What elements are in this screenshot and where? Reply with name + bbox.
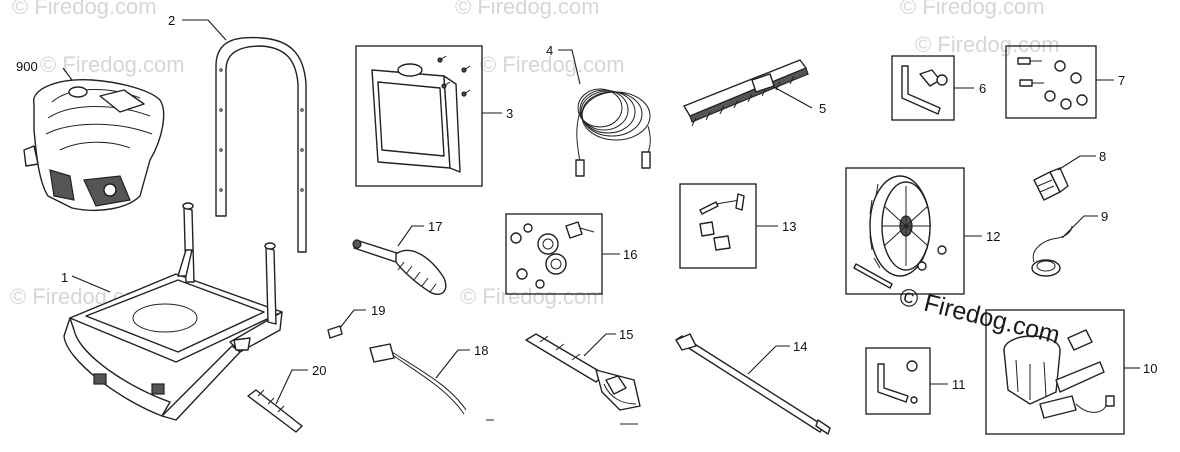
part-frame-base: 1 xyxy=(61,202,283,421)
part-spray-gun: 15 xyxy=(525,327,641,411)
callout-16: 16 xyxy=(623,247,637,262)
watermark: © Firedog.com xyxy=(480,52,625,77)
watermark: © Firedog.com xyxy=(460,284,605,309)
callout-13: 13 xyxy=(782,219,796,234)
callout-20: 20 xyxy=(312,363,326,378)
part-extension-lance: 18 xyxy=(369,343,488,415)
callout-4: 4 xyxy=(546,43,553,58)
part-hose: 4 xyxy=(546,43,651,177)
part-cap: 9 xyxy=(1031,209,1108,277)
callout-17: 17 xyxy=(428,219,442,234)
part-wand: 14 xyxy=(675,333,831,435)
watermark: © Firedog.com xyxy=(915,32,1060,57)
part-engine: 900 xyxy=(16,59,165,211)
part-quick-connect: 20 xyxy=(247,363,326,433)
callout-7: 7 xyxy=(1118,73,1125,88)
callout-19: 19 xyxy=(371,303,385,318)
part-nozzle-tip: 19 xyxy=(327,303,385,339)
callout-12: 12 xyxy=(986,229,1000,244)
callout-9: 9 xyxy=(1101,209,1108,224)
part-panel-kit: 3 xyxy=(355,45,513,187)
part-axle-kit: 6 xyxy=(891,55,986,121)
watermark: © Firedog.com xyxy=(12,0,157,19)
callout-1: 1 xyxy=(61,270,68,285)
part-connector: 8 xyxy=(1033,149,1106,201)
part-pump: 10 xyxy=(985,309,1157,435)
watermark: © Firedog.com xyxy=(455,0,600,19)
part-seal-kit: 16 xyxy=(505,213,637,295)
callout-900: 900 xyxy=(16,59,38,74)
callout-11: 11 xyxy=(952,377,966,392)
part-brush: 5 xyxy=(683,59,826,127)
watermark: © Firedog.com xyxy=(40,52,185,77)
callout-5: 5 xyxy=(819,101,826,116)
callout-15: 15 xyxy=(619,327,633,342)
callout-14: 14 xyxy=(793,339,807,354)
watermark-overlay: © Firedog.com xyxy=(897,283,1063,350)
part-scrub-brush: 17 xyxy=(352,219,447,296)
watermark: © Firedog.com xyxy=(900,0,1045,19)
part-wheel-kit: 12 xyxy=(845,167,1000,295)
part-screw-kit: 13 xyxy=(679,183,796,269)
callout-6: 6 xyxy=(979,81,986,96)
callout-18: 18 xyxy=(474,343,488,358)
watermark-group: © Firedog.com © Firedog.com © Firedog.co… xyxy=(10,0,1060,309)
part-hardware-kit: 7 xyxy=(1005,45,1125,119)
part-bolt-kit: 11 xyxy=(865,347,966,415)
callout-3: 3 xyxy=(506,106,513,121)
callout-2: 2 xyxy=(168,13,175,28)
callout-8: 8 xyxy=(1099,149,1106,164)
part-handle: 2 xyxy=(168,13,307,253)
callout-10: 10 xyxy=(1143,361,1157,376)
